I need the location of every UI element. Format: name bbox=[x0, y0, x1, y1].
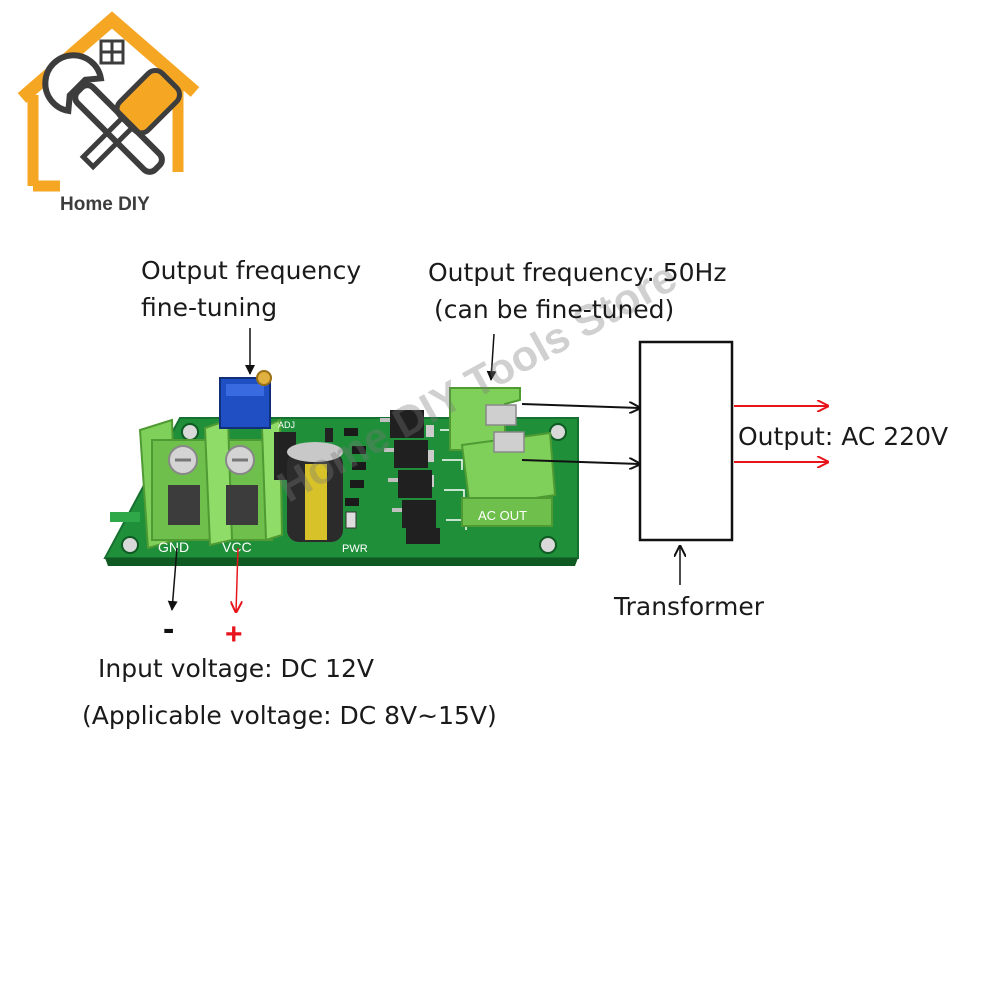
fine-tuning-label-line1: Output frequency bbox=[141, 256, 362, 285]
ac-out-arrow-bottom bbox=[521, 460, 640, 464]
board-ac-out-label: AC OUT bbox=[478, 508, 527, 523]
board-vcc-label: VCC bbox=[222, 539, 252, 555]
potentiometer-icon bbox=[219, 370, 272, 429]
board-pwr-label: PWR bbox=[342, 543, 368, 555]
output-frequency-label-line1: Output frequency: 50Hz bbox=[428, 258, 727, 287]
fine-tuning-label-line2: fine-tuning bbox=[141, 293, 278, 322]
board-adj-label: ADJ bbox=[278, 420, 295, 430]
capacitor-icon bbox=[287, 428, 343, 542]
applicable-voltage-label: (Applicable voltage: DC 8V~15V) bbox=[82, 701, 497, 730]
brand-name: Home DIY bbox=[60, 194, 150, 215]
output-frequency-arrow bbox=[486, 333, 497, 381]
ac-out-arrow-top bbox=[521, 404, 640, 408]
input-voltage-label: Input voltage: DC 12V bbox=[98, 654, 375, 683]
board-gnd-label: GND bbox=[158, 539, 189, 555]
input-terminal-block bbox=[138, 418, 284, 550]
minus-sign: - bbox=[163, 610, 175, 648]
plus-sign: + bbox=[225, 618, 243, 651]
transformer-label: Transformer bbox=[614, 592, 765, 621]
output-frequency-label-line2: (can be fine-tuned) bbox=[434, 295, 675, 324]
home-diy-logo-icon bbox=[17, 11, 200, 192]
mosfet-array bbox=[380, 410, 467, 544]
gnd-arrow bbox=[167, 547, 178, 611]
vcc-arrow bbox=[236, 547, 238, 612]
transformer-box bbox=[638, 340, 734, 542]
output-terminal-block bbox=[449, 387, 557, 527]
output-ac-label: Output: AC 220V bbox=[738, 422, 949, 451]
